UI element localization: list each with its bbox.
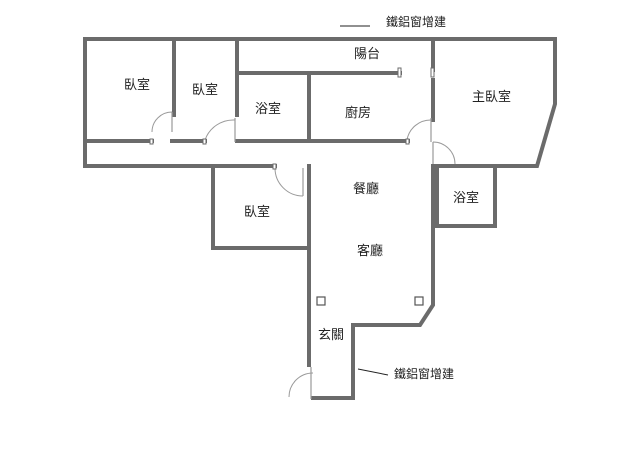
jamb-kitchen bbox=[405, 138, 410, 145]
label-bedroom-2: 臥室 bbox=[192, 82, 218, 98]
walls bbox=[83, 37, 557, 400]
label-dining-room: 餐廳 bbox=[353, 181, 379, 197]
note-top: 鐵鋁窗增建 bbox=[386, 14, 446, 29]
door-entrance bbox=[288, 367, 314, 399]
label-master-bedroom: 主臥室 bbox=[472, 89, 511, 105]
label-bedroom-1: 臥室 bbox=[124, 77, 150, 93]
jamb-bed1 bbox=[149, 138, 154, 145]
door-bedroom-3 bbox=[274, 167, 304, 197]
label-bedroom-3: 臥室 bbox=[244, 204, 270, 220]
label-bathroom-2: 浴室 bbox=[453, 190, 479, 206]
door-bedroom-2 bbox=[204, 118, 236, 142]
doors bbox=[149, 67, 456, 399]
jamb-bed3 bbox=[272, 163, 277, 170]
label-kitchen: 廚房 bbox=[345, 105, 371, 121]
wall-bed3 bbox=[211, 164, 311, 250]
label-bathroom-1: 浴室 bbox=[255, 101, 281, 117]
label-entrance: 玄關 bbox=[318, 328, 344, 343]
label-balcony: 陽台 bbox=[354, 47, 380, 62]
note-bottom: 鐵鋁窗增建 bbox=[394, 366, 454, 381]
jamb-balcony-r bbox=[430, 67, 435, 78]
door-kitchen bbox=[406, 118, 432, 142]
wall-upper-perimeter bbox=[83, 37, 557, 168]
wall-left-outer bbox=[83, 37, 215, 168]
jamb-balcony-l bbox=[397, 67, 402, 78]
column-left bbox=[316, 296, 326, 306]
wall-living-right bbox=[351, 164, 435, 400]
label-living-room: 客廳 bbox=[357, 243, 383, 259]
column-right bbox=[414, 296, 424, 306]
leader-bottom bbox=[357, 368, 389, 376]
door-bedroom-1 bbox=[151, 111, 173, 133]
jamb-bed2 bbox=[202, 138, 207, 145]
door-master-bedroom bbox=[432, 141, 456, 165]
wall-bath2 bbox=[435, 164, 497, 228]
